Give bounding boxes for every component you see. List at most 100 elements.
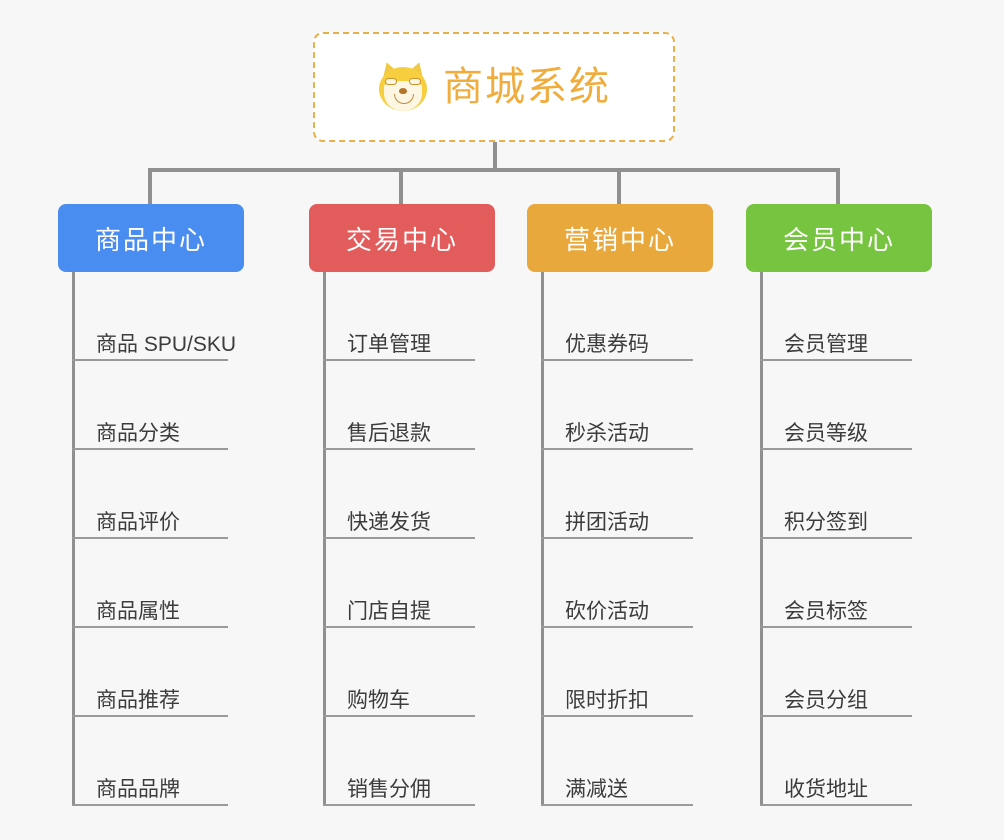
leaf-label: 会员管理 [784,332,868,356]
leaf-underline [541,537,693,539]
leaf-underline [323,448,475,450]
leaf-list: 优惠券码 秒杀活动 拼团活动 砍价活动 限时折扣 [527,272,713,806]
list-item[interactable]: 会员标签 [746,539,932,628]
list-item[interactable]: 商品评价 [58,450,244,539]
leaf-label: 会员等级 [784,421,868,445]
leaf-underline [72,537,228,539]
list-item[interactable]: 满减送 [527,717,713,806]
category-header-member[interactable]: 会员中心 [746,204,932,272]
leaf-label: 限时折扣 [565,688,649,712]
leaf-underline [760,804,912,806]
leaf-label: 购物车 [347,688,410,712]
branch-trunk [541,272,544,806]
connector-drop-3 [617,168,621,206]
leaf-label: 会员标签 [784,599,868,623]
leaf-underline [323,715,475,717]
leaf-label: 积分签到 [784,510,868,534]
branch-column-member: 会员中心 会员管理 会员等级 积分签到 会员标签 [746,204,932,806]
leaf-label: 售后退款 [347,421,431,445]
list-item[interactable]: 收货地址 [746,717,932,806]
leaf-underline [72,804,228,806]
leaf-list: 商品 SPU/SKU 商品分类 商品评价 商品属性 商品推荐 [58,272,244,806]
leaf-underline [72,715,228,717]
list-item[interactable]: 商品分类 [58,361,244,450]
leaf-underline [323,626,475,628]
leaf-label: 会员分组 [784,688,868,712]
leaf-label: 满减送 [565,777,628,801]
leaf-label: 商品品牌 [96,777,180,801]
shiba-dog-icon [377,59,429,113]
list-item[interactable]: 会员等级 [746,361,932,450]
leaf-underline [760,448,912,450]
connector-horizontal-bus [150,168,840,172]
leaf-underline [72,448,228,450]
leaf-label: 砍价活动 [565,599,649,623]
connector-drop-1 [148,168,152,206]
list-item[interactable]: 拼团活动 [527,450,713,539]
leaf-underline [72,626,228,628]
leaf-label: 秒杀活动 [565,421,649,445]
leaf-label: 订单管理 [347,332,431,356]
list-item[interactable]: 商品推荐 [58,628,244,717]
branch-trunk [323,272,326,806]
root-title: 商城系统 [443,65,611,109]
leaf-list: 会员管理 会员等级 积分签到 会员标签 会员分组 [746,272,932,806]
leaf-label: 商品分类 [96,421,180,445]
leaf-underline [760,626,912,628]
list-item[interactable]: 砍价活动 [527,539,713,628]
leaf-label: 商品推荐 [96,688,180,712]
branch-column-product: 商品中心 商品 SPU/SKU 商品分类 商品评价 商品属性 [58,204,244,806]
list-item[interactable]: 快递发货 [309,450,495,539]
root-node[interactable]: 商城系统 [313,32,675,142]
leaf-underline [541,715,693,717]
list-item[interactable]: 售后退款 [309,361,495,450]
category-header-marketing[interactable]: 营销中心 [527,204,713,272]
leaf-underline [323,804,475,806]
list-item[interactable]: 商品属性 [58,539,244,628]
list-item[interactable]: 商品 SPU/SKU [58,272,244,361]
leaf-label: 销售分佣 [347,777,431,801]
leaf-underline [323,359,475,361]
leaf-label: 商品评价 [96,510,180,534]
leaf-label: 商品 SPU/SKU [96,332,237,356]
list-item[interactable]: 会员分组 [746,628,932,717]
leaf-underline [760,537,912,539]
list-item[interactable]: 订单管理 [309,272,495,361]
list-item[interactable]: 门店自提 [309,539,495,628]
list-item[interactable]: 秒杀活动 [527,361,713,450]
connector-drop-4 [836,168,840,206]
leaf-underline [760,359,912,361]
leaf-underline [760,715,912,717]
list-item[interactable]: 会员管理 [746,272,932,361]
category-label: 商品中心 [94,224,207,255]
category-label: 营销中心 [563,224,676,255]
leaf-label: 拼团活动 [565,510,649,534]
branch-column-trade: 交易中心 订单管理 售后退款 快递发货 门店自提 [309,204,495,806]
list-item[interactable]: 优惠券码 [527,272,713,361]
list-item[interactable]: 销售分佣 [309,717,495,806]
list-item[interactable]: 商品品牌 [58,717,244,806]
leaf-label: 收货地址 [784,777,868,801]
list-item[interactable]: 购物车 [309,628,495,717]
leaf-underline [541,626,693,628]
leaf-underline [323,537,475,539]
leaf-label: 优惠券码 [565,332,649,356]
leaf-underline [541,448,693,450]
list-item[interactable]: 限时折扣 [527,628,713,717]
leaf-list: 订单管理 售后退款 快递发货 门店自提 购物车 [309,272,495,806]
list-item[interactable]: 积分签到 [746,450,932,539]
connector-root-stem [493,142,497,170]
category-header-product[interactable]: 商品中心 [58,204,244,272]
leaf-label: 门店自提 [347,599,431,623]
branch-column-marketing: 营销中心 优惠券码 秒杀活动 拼团活动 砍价活动 [527,204,713,806]
leaf-label: 快递发货 [347,510,431,534]
connector-drop-2 [399,168,403,206]
category-header-trade[interactable]: 交易中心 [309,204,495,272]
category-label: 交易中心 [345,224,458,255]
leaf-underline [541,804,693,806]
branch-trunk [72,272,75,806]
category-label: 会员中心 [782,224,895,255]
leaf-underline [541,359,693,361]
branch-trunk [760,272,763,806]
